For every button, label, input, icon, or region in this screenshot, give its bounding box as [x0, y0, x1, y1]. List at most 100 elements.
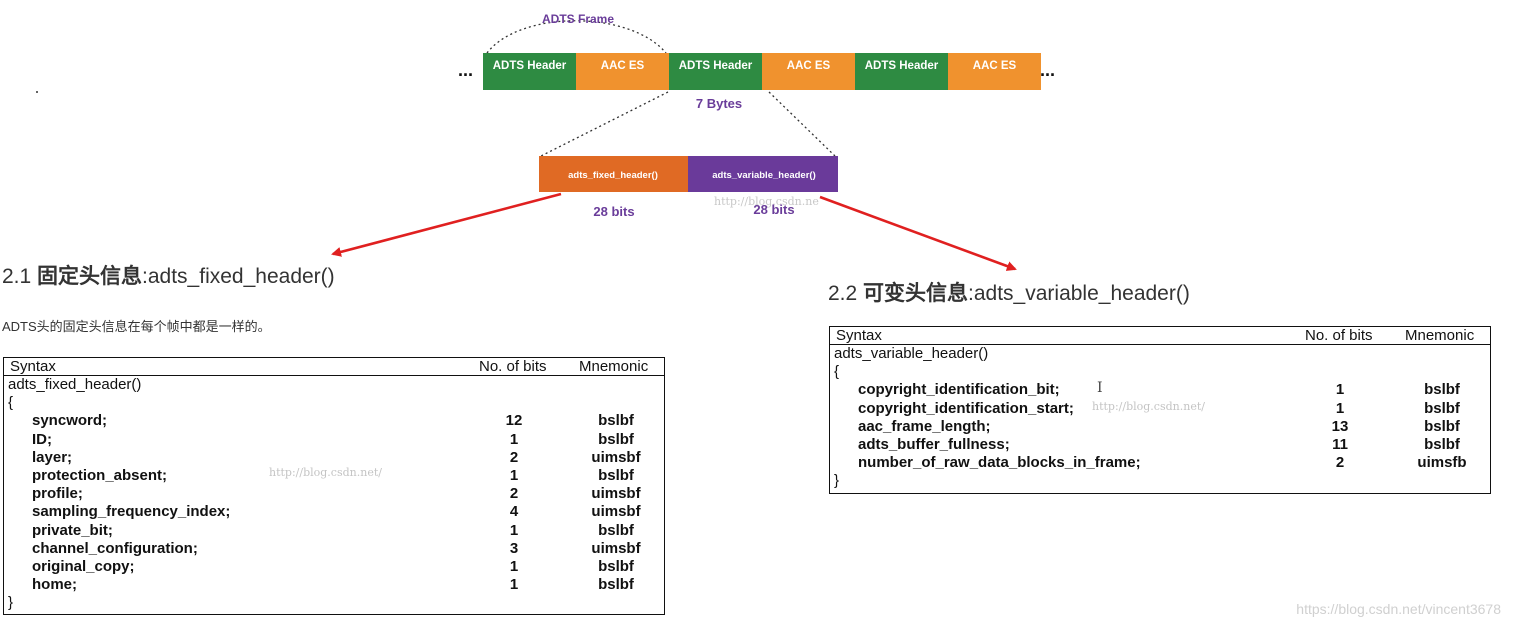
- variable-heading-latin: :adts_variable_header(): [968, 282, 1190, 305]
- variable-heading-cn: 可变头信息: [863, 282, 969, 305]
- variable-header-box: [688, 156, 838, 192]
- table-row: home; 1 bslbf: [4, 576, 664, 594]
- variable-field-rows: copyright_identification_bit; 1 bslbf copyr…: [830, 381, 1490, 472]
- fixed-heading-number: 2.1: [2, 265, 38, 288]
- field-bits: 2: [509, 448, 519, 466]
- field-bits: 2: [1335, 454, 1345, 472]
- field-bits: 1: [509, 576, 519, 594]
- field-name: private_bit;: [32, 521, 113, 539]
- syntax-opening: adts_variable_header(): [834, 345, 989, 362]
- field-name: ID;: [32, 430, 52, 448]
- field-name: number_of_raw_data_blocks_in_frame;: [858, 454, 1141, 472]
- zoom-line-left: [540, 91, 669, 157]
- table-row: ID; 1 bslbf: [4, 431, 664, 449]
- frame-segment-label: ADTS Header: [865, 60, 939, 72]
- field-name: copyright_identification_bit;: [858, 381, 1060, 399]
- frame-segment: [483, 53, 576, 90]
- stray-dot: [36, 91, 38, 93]
- field-mnemonic: uimsbf: [591, 485, 641, 503]
- brace-open: {: [834, 363, 840, 381]
- table-row: layer; 2 uimsbf: [4, 449, 664, 467]
- variable-header-syntax-table: Syntax No. of bits Mnemonic adts_variabl…: [829, 326, 1491, 494]
- fixed-header-heading: 2.1 固定头信息:adts_fixed_header(): [2, 260, 335, 290]
- table-row: sampling_frequency_index; 4 uimsbf: [4, 503, 664, 521]
- text-cursor-icon: I: [1097, 380, 1103, 396]
- field-mnemonic: bslbf: [598, 576, 634, 594]
- table-row: protection_absent; 1 bslbf: [4, 467, 664, 485]
- frame-segment-label: AAC ES: [601, 60, 645, 72]
- field-name: layer;: [32, 448, 73, 466]
- field-mnemonic: uimsbf: [591, 503, 641, 521]
- brace-close: }: [834, 472, 840, 490]
- field-bits: 2: [509, 485, 519, 503]
- table-row: }: [4, 594, 664, 612]
- col-bits: No. of bits: [479, 358, 547, 375]
- arrow-to-fixed-section: [331, 192, 562, 257]
- fixed-header-syntax-table: Syntax No. of bits Mnemonic adts_fixed_h…: [3, 357, 665, 615]
- col-mnemonic: Mnemonic: [1405, 327, 1475, 344]
- field-mnemonic: bslbf: [598, 466, 634, 484]
- field-name: adts_buffer_fullness;: [858, 435, 1010, 453]
- fixed-header-box: [539, 156, 688, 192]
- field-mnemonic: uimsbf: [591, 539, 641, 557]
- fixed-bits-label: 28 bits: [593, 204, 634, 219]
- field-mnemonic: bslbf: [1424, 417, 1460, 435]
- fixed-header-box-label: adts_fixed_header(): [568, 170, 658, 181]
- ellipsis-right: ...: [1040, 60, 1055, 80]
- table-watermark: http://blog.csdn.net/: [1092, 400, 1205, 413]
- field-mnemonic: bslbf: [598, 430, 634, 448]
- table-row: {: [4, 394, 664, 412]
- field-mnemonic: bslbf: [598, 412, 634, 430]
- field-mnemonic: bslbf: [598, 521, 634, 539]
- field-name: original_copy;: [32, 557, 135, 575]
- field-mnemonic: bslbf: [598, 557, 634, 575]
- table-header: Syntax No. of bits Mnemonic: [830, 327, 1490, 345]
- frame-segment-label: AAC ES: [973, 60, 1017, 72]
- syntax-opening: adts_fixed_header(): [8, 376, 142, 393]
- frame-segment: [669, 53, 762, 90]
- col-syntax: Syntax: [836, 327, 882, 344]
- table-row: adts_variable_header(): [830, 345, 1490, 363]
- field-bits: 13: [1331, 417, 1349, 435]
- brace-open: {: [8, 394, 14, 412]
- field-bits: 4: [509, 503, 519, 521]
- field-bits: 1: [509, 466, 519, 484]
- field-bits: 11: [1332, 435, 1348, 453]
- field-name: copyright_identification_start;: [858, 399, 1074, 417]
- table-header: Syntax No. of bits Mnemonic: [4, 358, 664, 376]
- diagram-watermark: http://blog.csdn.ne: [714, 195, 819, 208]
- frame-segment: [855, 53, 948, 90]
- field-bits: 12: [505, 412, 523, 430]
- table-row: {: [830, 363, 1490, 381]
- field-bits: 1: [509, 430, 519, 448]
- variable-header-box-label: adts_variable_header(): [712, 170, 816, 181]
- variable-header-heading: 2.2 可变头信息:adts_variable_header(): [828, 277, 1190, 307]
- frame-segment: [762, 53, 855, 90]
- fixed-heading-latin: :adts_fixed_header(): [142, 265, 335, 288]
- table-watermark: http://blog.csdn.net/: [269, 466, 382, 479]
- field-name: sampling_frequency_index;: [32, 503, 231, 521]
- table-row: adts_buffer_fullness; 11 bslbf: [830, 436, 1490, 454]
- col-bits: No. of bits: [1305, 327, 1373, 344]
- zoom-line-right: [768, 91, 836, 157]
- variable-bits-label: 28 bits: [753, 202, 794, 217]
- field-mnemonic: uimsbf: [591, 448, 641, 466]
- size-label: 7 Bytes: [696, 96, 742, 111]
- field-mnemonic: bslbf: [1424, 399, 1460, 417]
- fixed-heading-cn: 固定头信息: [37, 265, 143, 288]
- field-name: home;: [32, 576, 77, 594]
- field-name: protection_absent;: [32, 466, 168, 484]
- ellipsis-left: ...: [458, 60, 473, 80]
- field-name: channel_configuration;: [32, 539, 198, 557]
- frame-segment: [576, 53, 669, 90]
- brace-close: }: [8, 594, 14, 612]
- field-bits: 1: [1335, 399, 1345, 417]
- field-mnemonic: bslbf: [1424, 435, 1460, 453]
